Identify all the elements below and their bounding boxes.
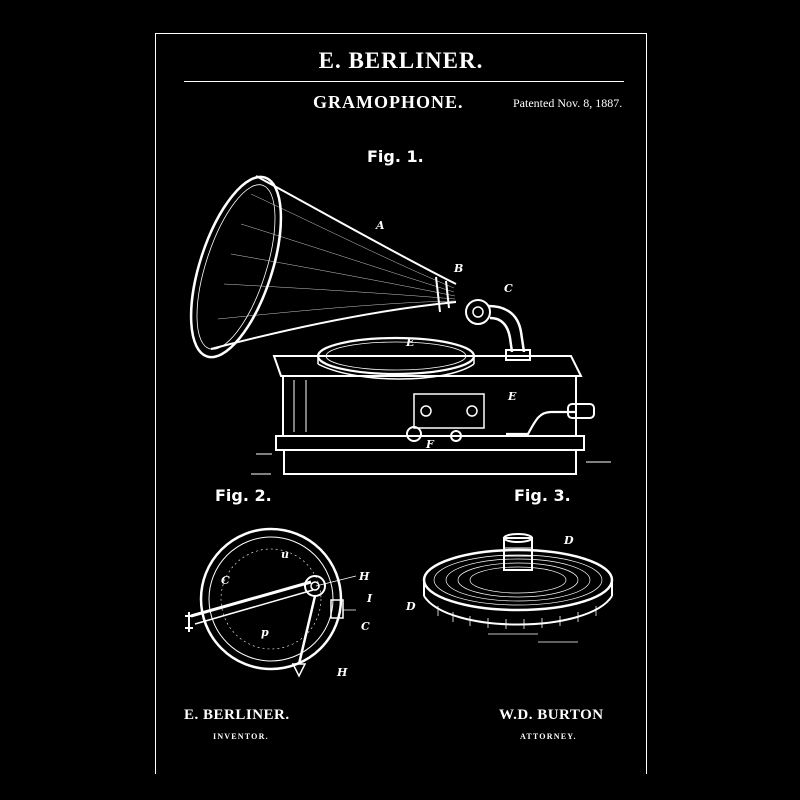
fig1-label-c: C [504, 282, 513, 295]
fig3-label-d1: D [563, 534, 574, 547]
fig3-label-d2: D [405, 600, 416, 613]
patent-sheet: E. BERLINER. GRAMOPHONE. Patented Nov. 8… [155, 33, 647, 774]
fig2-label-h1: H [358, 570, 370, 583]
fig1-caption: Fig. 1. [367, 147, 424, 166]
fig1-label-a: A [375, 219, 385, 232]
patent-subtitle: GRAMOPHONE. [313, 92, 464, 112]
fig2-label-c2: C [361, 620, 370, 633]
patent-title: E. BERLINER. [318, 48, 484, 73]
fig2-label-p: p [261, 626, 269, 639]
fig2-label-u: u [281, 548, 289, 561]
fig2-caption: Fig. 2. [215, 486, 272, 505]
fig1-label-b: B [453, 262, 463, 275]
attorney-name: W.D. BURTON [499, 707, 604, 723]
platter-drawing: D D [405, 533, 614, 643]
fig2-label-c1: C [221, 574, 230, 587]
fig2-label-i: I [366, 592, 373, 605]
inventor-role: INVENTOR. [213, 732, 269, 741]
fig2-label-h2: H [336, 666, 348, 679]
inventor-name: E. BERLINER. [184, 707, 290, 723]
gramophone-drawing: A B C E E F [189, 175, 611, 475]
title-rule [184, 81, 624, 82]
fig1-label-f: F [425, 438, 435, 451]
attorney-role: ATTORNEY. [520, 732, 577, 741]
fig1-label-e1: E [405, 336, 415, 349]
fig3-caption: Fig. 3. [514, 486, 571, 505]
fig1-label-e2: E [507, 390, 517, 403]
disc-arm-drawing: C u H I C H p [185, 527, 373, 679]
patent-date: Patented Nov. 8, 1887. [513, 96, 623, 110]
